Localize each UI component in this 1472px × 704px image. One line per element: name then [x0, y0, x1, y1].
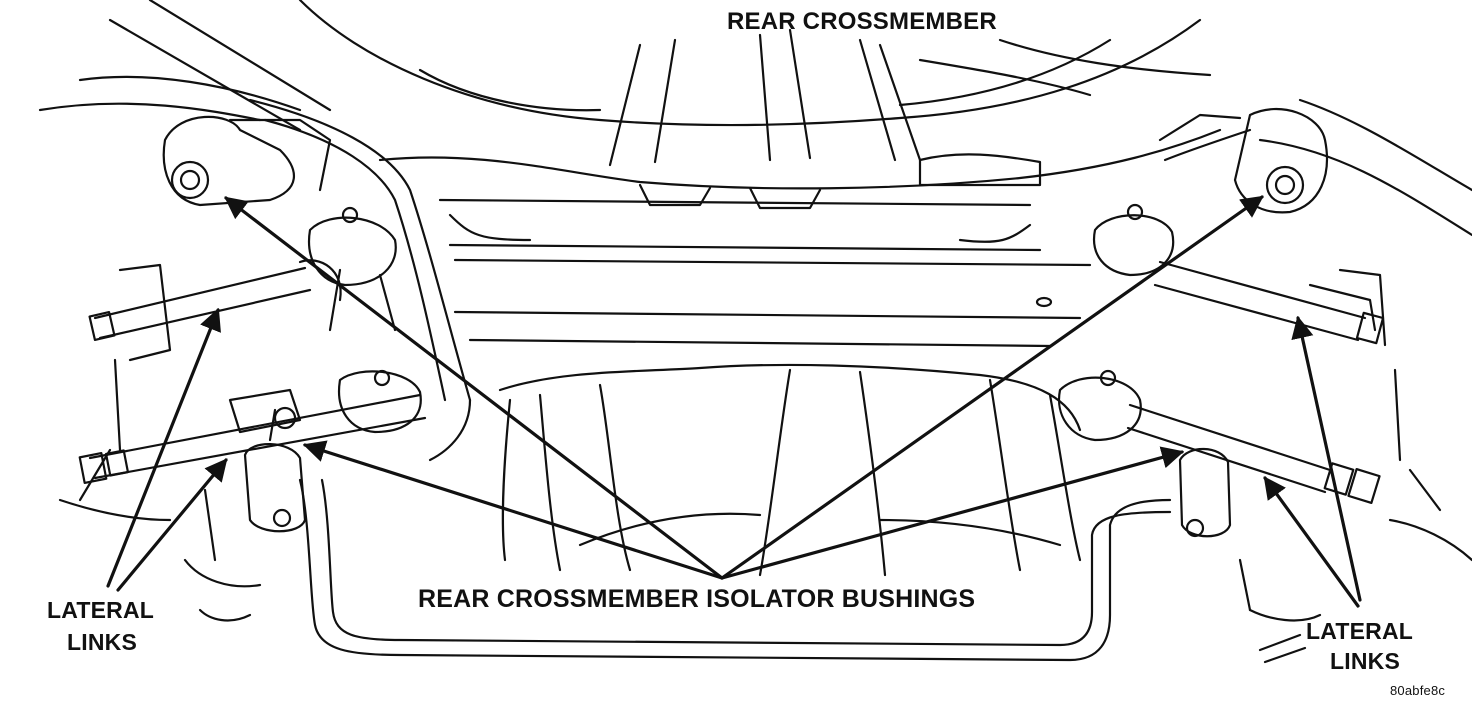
arrow-lateral-left-upper — [106, 307, 221, 588]
arrow-lateral-left-lower — [116, 458, 228, 592]
right-upper-lateral-link — [1153, 260, 1385, 345]
arrow-lateral-right-upper — [1291, 315, 1362, 602]
body-floor-pan — [38, 0, 1472, 237]
arrow-bushing-left-rear — [224, 196, 724, 580]
left-lower-bushing-mount — [243, 369, 422, 533]
crossmember-beam — [378, 128, 1222, 348]
right-side-structure — [1238, 268, 1472, 664]
exhaust-pipe-loop — [298, 478, 1172, 662]
left-side-structure — [58, 263, 262, 622]
rear-crossmember-label: REAR CROSSMEMBER — [727, 8, 997, 35]
lateral-links-right-label-line2: LINKS — [1330, 648, 1400, 674]
lateral-links-left-label-line2: LINKS — [67, 629, 137, 655]
arrow-bushing-left-front — [302, 440, 724, 580]
right-lower-bushing-mount — [1178, 447, 1232, 538]
arrow-bushing-right-front — [720, 446, 1185, 580]
left-lower-lateral-link — [78, 388, 427, 484]
isolator-bushings-label: REAR CROSSMEMBER ISOLATOR BUSHINGS — [418, 585, 976, 613]
arrow-lateral-right-lower — [1263, 476, 1360, 608]
figure-code: 80abfe8c — [1390, 683, 1446, 698]
fuel-tank — [498, 363, 1082, 577]
lateral-links-left-label-line1: LATERAL — [47, 597, 155, 623]
lateral-links-right-label-line1: LATERAL — [1306, 618, 1414, 644]
left-upper-lateral-link — [88, 259, 342, 342]
callout-arrows — [106, 195, 1362, 608]
arrow-bushing-right-rear — [720, 195, 1264, 580]
left-support-strut — [248, 98, 472, 462]
right-lower-lateral-link — [1057, 369, 1381, 504]
